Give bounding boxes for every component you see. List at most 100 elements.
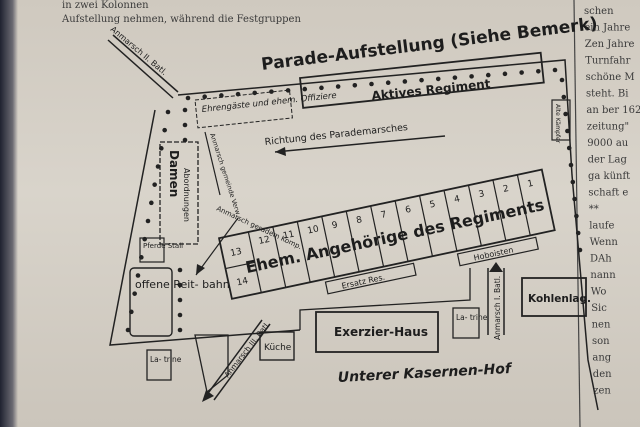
tree-dot [149, 200, 154, 206]
tree-dot [572, 196, 577, 202]
exerzier-haus-label: Exerzier-Haus [334, 325, 428, 339]
tree-dot [335, 84, 341, 89]
block-number: 10 [307, 224, 321, 236]
top-text-line2: Aufstellung nehmen, während die Festgrup… [61, 14, 301, 25]
block-number: 8 [355, 215, 363, 226]
right-column-line: Zen Jahre [585, 39, 635, 50]
right-column-line: zeitung" [587, 122, 629, 133]
tree-dot [502, 71, 508, 77]
pferdestall-label: Pferde Stall [143, 242, 183, 250]
latrine-right-box [452, 307, 480, 339]
right-column-line: ein Jahre [584, 23, 630, 34]
tree-dot [574, 213, 579, 219]
tree-dot [575, 230, 581, 236]
anmarsch-1-label: Anmarsch I. Batl. [493, 276, 502, 340]
tree-dot [269, 89, 274, 94]
block-number: 7 [380, 210, 388, 221]
right-column-line: an ber 162 [586, 105, 640, 116]
damen-label: Damen [167, 150, 181, 197]
tree-dot [566, 145, 572, 151]
tree-dot [559, 77, 565, 83]
tree-dot [165, 109, 171, 115]
block-number: 9 [331, 220, 339, 231]
tree-dots [125, 67, 583, 333]
richtung-label: Richtung des Parademarsches [264, 122, 408, 148]
unterer-kasernen-hof-label: Unterer Kasernen-Hof [337, 361, 513, 386]
tree-dot [561, 94, 567, 100]
block-number: 1 [527, 179, 535, 190]
block-number: 6 [404, 205, 412, 216]
right-column-line: schaft e [588, 188, 628, 199]
right-column-line: Sic [591, 303, 607, 314]
block-number: 3 [478, 189, 486, 200]
right-column-line: zen [593, 386, 611, 397]
right-column-line: laufe [589, 221, 614, 232]
kueche-box [259, 331, 295, 361]
latrine-right-label: La- trine [456, 313, 488, 322]
tree-dot [419, 77, 424, 83]
tree-dot [182, 122, 188, 128]
tree-dot [485, 72, 491, 78]
anmarsch-2-label: Anmarsch II. Batl. [109, 25, 169, 77]
alte-kaempfer-box [551, 99, 571, 141]
tree-dot [177, 267, 183, 273]
top-text-line1: in zwei Kolonnen [62, 0, 149, 11]
abordnungen-label: Abordnungen [182, 168, 191, 222]
block-number: 4 [453, 194, 461, 205]
latrine-left-label: La- trine [150, 355, 182, 364]
tree-dot [385, 80, 391, 86]
aktives-regiment-label: Aktives Regiment [371, 77, 491, 103]
tree-dot [162, 127, 167, 133]
tree-dot [570, 179, 576, 185]
tree-dot [369, 81, 374, 87]
reitbahn-box [129, 267, 173, 337]
ersatz-label: Ersatz Res. [341, 273, 386, 291]
tree-dot [402, 79, 408, 84]
tree-dot [202, 94, 207, 100]
right-column-line: ** [589, 204, 599, 215]
tree-dot [577, 247, 583, 253]
kohlenlager-box [521, 277, 587, 317]
right-column-line: schöne M [586, 72, 635, 83]
right-column-line: den [593, 369, 612, 380]
right-column-line: Turnfahr [585, 56, 630, 67]
right-column-line: der Lag [588, 155, 628, 166]
block-number: 11 [282, 230, 295, 242]
right-column-line: ga künft [588, 171, 630, 182]
tree-dot [452, 75, 458, 80]
tree-dot [182, 137, 188, 143]
right-column-line: schen [584, 6, 614, 17]
tree-dot [563, 111, 568, 117]
right-column-line: Wo [591, 287, 607, 298]
reitbahn-label: offene Reit- bahn [135, 278, 230, 291]
kueche-label: Küche [264, 343, 292, 353]
tree-dot [177, 312, 183, 318]
alte-kaempfer-label: Alte Kämpfer [554, 104, 561, 144]
right-column-line: 9000 au [587, 138, 629, 149]
tree-dot [552, 67, 558, 73]
tree-dot [565, 128, 570, 134]
right-column-line: son [592, 336, 610, 347]
right-column-line: DAh [590, 254, 612, 265]
tree-dot [135, 273, 141, 278]
tree-dot [155, 164, 161, 169]
tree-dot [152, 182, 157, 187]
right-column-line: steht. Bi [586, 89, 628, 100]
tree-dot [132, 291, 137, 296]
left-edge-shadow [0, 0, 18, 427]
tree-dot [125, 327, 131, 333]
tree-dot [177, 282, 183, 288]
right-column-line: nen [592, 320, 611, 331]
tree-dot [177, 297, 183, 303]
block-number: 13 [230, 247, 243, 259]
block-number: 2 [502, 184, 510, 195]
map-title: Parade-Aufstellung (Siehe Bemerk) [260, 14, 598, 75]
tree-dot [519, 70, 524, 75]
right-column-line: Wenn [590, 237, 619, 248]
block-number: 5 [429, 200, 437, 211]
tree-dot [219, 93, 224, 98]
